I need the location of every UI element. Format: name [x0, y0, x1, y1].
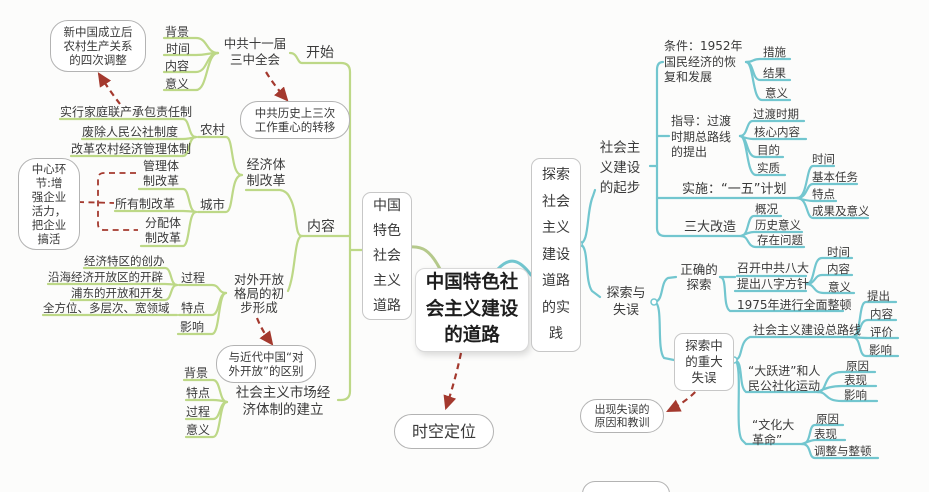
node-exploration-mistakes[interactable]: 探索与 失误: [606, 286, 646, 318]
node-guideline[interactable]: 指导：过渡 时期总路线 的提出: [671, 114, 732, 159]
node-cr-adjustment[interactable]: 调整与整顿: [814, 444, 872, 458]
node-market-feature[interactable]: 特点: [186, 386, 211, 400]
node-guide-essence[interactable]: 实质: [757, 161, 780, 175]
partial-node-cutoff: [582, 481, 670, 492]
node-construction-start[interactable]: 社会主 义建设 的起步: [599, 140, 641, 196]
left-root-node[interactable]: 中国 特色 社会 主义 道路: [362, 192, 412, 320]
node-cond-measures[interactable]: 措施: [763, 45, 786, 59]
node-market-background[interactable]: 背景: [184, 366, 209, 380]
node-market-economy[interactable]: 社会主义市场经 济体制的建立: [235, 385, 331, 418]
node-line-evaluation[interactable]: 评价: [870, 325, 893, 339]
node-guide-purpose[interactable]: 目的: [757, 143, 780, 157]
node-market-significance[interactable]: 意义: [186, 423, 211, 437]
central-topic[interactable]: 中国特色社 会主义建设 的道路: [415, 268, 529, 352]
node-bada-time[interactable]: 时间: [827, 245, 850, 259]
node-plan-tasks[interactable]: 基本任务: [812, 170, 858, 184]
node-line-proposal[interactable]: 提出: [867, 289, 890, 303]
node-cultural-revolution[interactable]: “文化大 革命”: [752, 418, 795, 447]
node-plan-features[interactable]: 特点: [812, 187, 835, 201]
node-guide-core[interactable]: 核心内容: [754, 125, 800, 139]
node-cr-cause[interactable]: 原因: [816, 412, 839, 426]
node-guide-transition[interactable]: 过渡时期: [753, 107, 799, 121]
node-opening-feature[interactable]: 特点: [181, 301, 206, 315]
node-first-five-year-plan[interactable]: 实施：“一五”计划: [682, 182, 787, 197]
node-feature-item1[interactable]: 全方位、多层次、宽领域: [43, 301, 170, 315]
node-city-item2[interactable]: 所有制改革: [115, 197, 176, 211]
node-sangai-problems[interactable]: 存在问题: [757, 233, 803, 247]
node-plenum-time[interactable]: 时间: [166, 42, 191, 56]
oval-timeline-anchor[interactable]: 时空定位: [394, 414, 494, 449]
node-opening-pattern[interactable]: 对外开放 格局的初 步形成: [233, 272, 284, 315]
node-cond-result[interactable]: 结果: [763, 66, 786, 80]
node-great-leap[interactable]: “大跃进”和人 民公社化运动: [748, 364, 821, 393]
node-correct-exploration[interactable]: 正确的 探索: [680, 262, 718, 292]
node-city-item1[interactable]: 管理体 制改革: [142, 159, 179, 188]
node-condition-1952[interactable]: 条件：1952年 国民经济的恢 复和发展: [664, 39, 743, 84]
node-city[interactable]: 城市: [200, 197, 226, 212]
node-process-item2[interactable]: 沿海经济开放区的开辟: [48, 270, 163, 284]
node-leap-manifestation[interactable]: 表现: [844, 373, 867, 387]
node-market-process[interactable]: 过程: [186, 405, 211, 419]
node-plan-results[interactable]: 成果及意义: [812, 204, 870, 218]
node-cond-significance[interactable]: 意义: [765, 86, 788, 100]
node-leap-impact[interactable]: 影响: [844, 388, 867, 402]
oval-core-link[interactable]: 中心环 节:增 强企业 活力， 把企业 搞活: [18, 158, 80, 250]
node-rural-item1[interactable]: 实行家庭联产承包责任制: [60, 105, 193, 119]
node-general-line[interactable]: 社会主义建设总路线: [753, 323, 862, 337]
node-process-item1[interactable]: 经济特区的创办: [84, 254, 165, 268]
node-start[interactable]: 开始: [306, 45, 334, 61]
oval-mistake-lessons[interactable]: 出现失误的 原因和教训: [580, 399, 664, 433]
node-plenum[interactable]: 中共十一届 三中全会: [223, 36, 287, 67]
node-sangai-significance[interactable]: 历史意义: [755, 218, 801, 232]
oval-opening-difference[interactable]: 与近代中国“对 外开放”的区别: [216, 345, 316, 383]
node-sangai-overview[interactable]: 概况: [755, 202, 778, 216]
node-three-transformations[interactable]: 三大改造: [684, 220, 737, 235]
node-bada-content[interactable]: 内容: [827, 262, 850, 276]
node-plenum-background[interactable]: 背景: [165, 25, 190, 39]
node-plan-time[interactable]: 时间: [812, 152, 835, 166]
node-rural-item2[interactable]: 废除人民公社制度: [82, 125, 179, 139]
oval-work-shift[interactable]: 中共历史上三次 工作重心的转移: [240, 101, 350, 139]
node-bada-significance[interactable]: 意义: [828, 280, 851, 294]
node-plenum-significance[interactable]: 意义: [165, 77, 190, 91]
node-content[interactable]: 内容: [307, 219, 335, 235]
node-line-impact[interactable]: 影响: [869, 343, 892, 357]
node-plenum-content[interactable]: 内容: [165, 59, 190, 73]
node-cr-manifestation[interactable]: 表现: [814, 427, 837, 441]
node-rural-item3[interactable]: 改革农村经济管理体制: [71, 142, 192, 156]
node-opening-process[interactable]: 过程: [181, 271, 206, 285]
node-leap-cause[interactable]: 原因: [846, 359, 869, 373]
node-opening-impact[interactable]: 影响: [180, 320, 205, 334]
node-1975-rectification[interactable]: 1975年进行全面整顿: [737, 298, 852, 312]
right-root-node[interactable]: 探索 社会 主义 建设 道路 的实 践: [531, 158, 581, 352]
node-line-content[interactable]: 内容: [870, 307, 893, 321]
node-city-item3[interactable]: 分配体 制改革: [144, 216, 181, 245]
node-econ-reform[interactable]: 经济体 制改革: [246, 158, 286, 189]
node-process-item3[interactable]: 浦东的开放和开发: [71, 286, 163, 300]
oval-rural-adjustments[interactable]: 新中国成立后 农村生产关系 的四次调整: [50, 20, 146, 72]
node-rural[interactable]: 农村: [200, 122, 226, 137]
node-eighth-congress[interactable]: 召开中共八大 提出八字方针: [737, 261, 810, 291]
node-major-mistakes[interactable]: 探索中 的重大 失误: [674, 333, 734, 391]
